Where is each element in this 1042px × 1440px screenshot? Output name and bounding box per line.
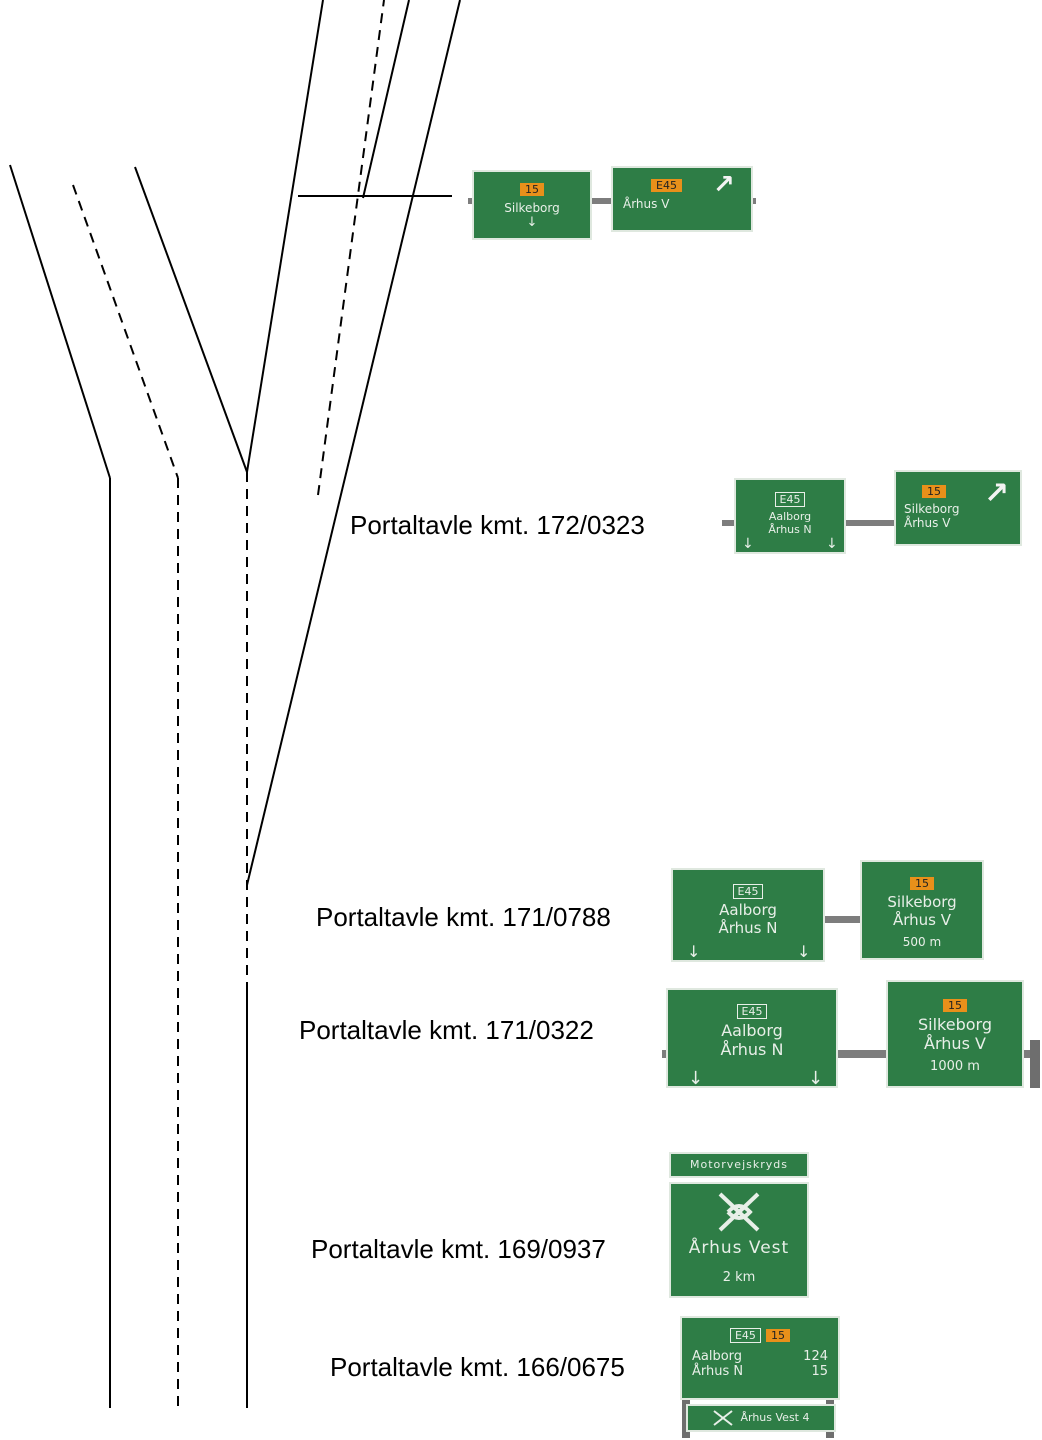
sign-dest-1: Aalborg [719,901,777,919]
sign-dest-2: Århus N [720,1040,784,1059]
ramp-dashed [317,0,385,496]
route-shield-orange: 15 [520,183,544,196]
route-shield-e45: E45 [736,1004,768,1019]
sign-distance: 500 m [902,935,942,949]
sign-dest: Silkeborg [504,201,560,215]
sign-dest-2: Århus N [692,1364,744,1379]
ramp-inner [362,0,410,199]
arrow-down-icon: ↓ [797,942,811,961]
sign-distance: 2 km [722,1270,756,1285]
route-shield-15: 15 [922,485,946,498]
left-edge-diverge [9,164,111,479]
sign-dest: Århus Vest [688,1238,790,1258]
arrow-down-icon: ↓ [526,215,538,230]
sign-dest-1: Silkeborg [918,1015,992,1034]
arrow-down-icon: ↓ [687,942,701,961]
sign-main: E45 15 Aalborg 124 Århus N 15 [680,1316,840,1400]
sign-dist-2: 15 [811,1364,828,1379]
route-shield-e45: E45 [729,1328,761,1343]
label-171-0322: Portaltavle kmt. 171/0322 [299,1015,594,1045]
sign-distance: 1000 m [930,1059,980,1074]
sign-dest-2: Århus V [924,1034,986,1053]
sign-bottom-text: Århus Vest 4 [740,1411,810,1424]
sign-main: Århus Vest 2 km [669,1182,809,1298]
motorway-interchange-icon [718,1192,760,1232]
motorway-interchange-icon [713,1410,734,1426]
sign-bottom: Århus Vest 4 [686,1404,836,1432]
sign-dest-1: Silkeborg [904,502,960,516]
right-edge-diverge [134,166,248,473]
route-shield-15: 15 [910,877,934,890]
arrow-up-right-icon: ↗ [984,476,1010,511]
sign-dest-2: Århus N [768,523,812,536]
sign-right: 15 Silkeborg Århus V 500 m [860,860,984,960]
sign-left: E45 Aalborg Århus N ↓ ↓ [666,988,838,1089]
label-166-0675: Portaltavle kmt. 166/0675 [330,1352,625,1382]
arrow-down-icon: ↓ [742,536,754,552]
route-shield-e45: E45 [651,179,682,192]
ramp-edge [246,0,461,886]
sign-header: Motorvejskryds [669,1152,809,1178]
sign-left: E45 Aalborg Århus N ↓ ↓ [671,868,825,962]
label-169-0937: Portaltavle kmt. 169/0937 [311,1234,606,1264]
sign-right: 15 Silkeborg Århus V ↗ [894,470,1022,546]
sign-dest: Århus V [623,197,670,211]
sign-dest-1: Aalborg [768,510,812,523]
label-171-0788: Portaltavle kmt. 171/0788 [316,902,611,932]
sign-top-left: 15 Silkeborg ↓ [472,170,592,240]
gantry-beam [822,916,862,923]
arrow-down-icon: ↓ [688,1068,704,1089]
gore-left [246,0,324,473]
route-shield-15: 15 [766,1329,791,1342]
route-shield-e45: E45 [774,492,806,507]
sign-dest-2: Århus V [904,516,951,530]
gantry-beam [662,1050,1034,1058]
sign-dest-1: Silkeborg [887,893,957,911]
arrow-down-icon: ↓ [808,1068,824,1089]
sign-dest-1: Aalborg [692,1349,743,1364]
sign-dest-2: Århus V [892,911,952,929]
label-172-0323: Portaltavle kmt. 172/0323 [350,510,645,540]
arrow-down-icon: ↓ [826,536,838,552]
gantry-post [1030,1040,1040,1088]
sign-left: E45 Aalborg Århus N ↓ ↓ [734,478,846,554]
route-shield-e45: E45 [732,884,764,899]
gantry-beam [722,520,1022,526]
sign-top-right: E45 Århus V ↗ [611,166,753,232]
route-shield-15: 15 [943,999,967,1012]
sign-right: 15 Silkeborg Århus V 1000 m [886,980,1024,1088]
sign-dist-1: 124 [803,1349,828,1364]
sign-dest-1: Aalborg [721,1021,783,1040]
sign-dest-2: Århus N [718,919,778,937]
arrow-up-right-icon: ↗ [713,170,735,200]
center-dashed-diverge [72,184,179,479]
